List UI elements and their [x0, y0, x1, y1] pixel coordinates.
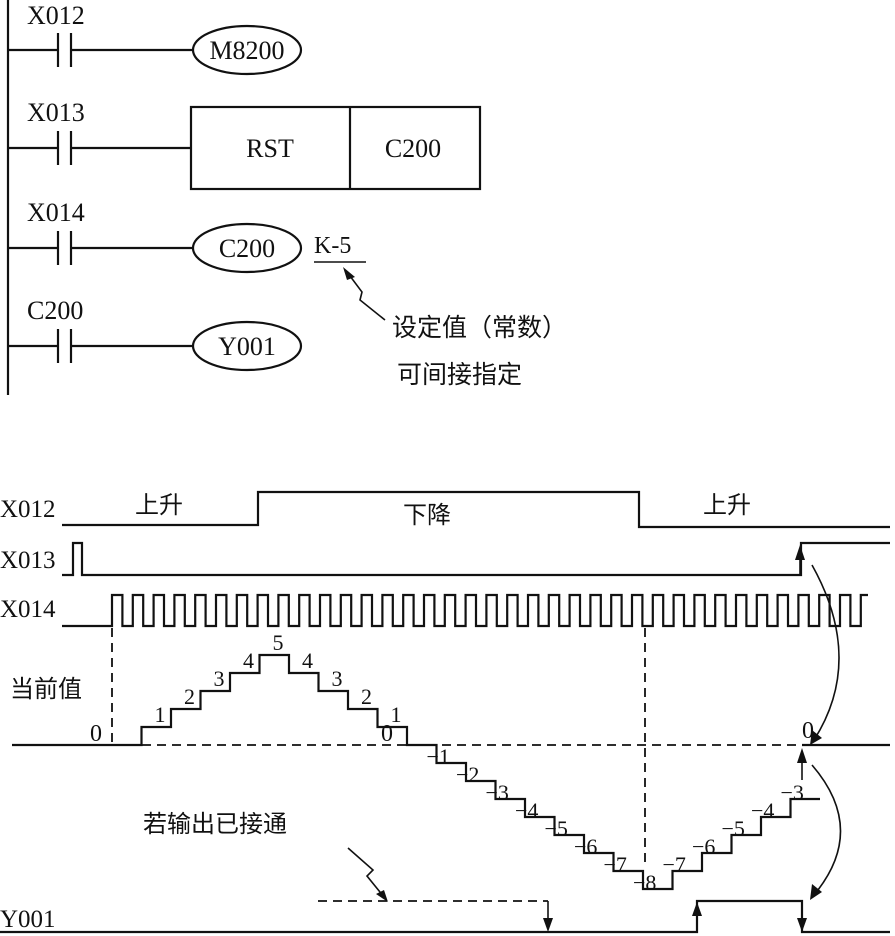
y001-waveform	[0, 899, 890, 934]
reset-arc-lower	[811, 764, 842, 896]
x012-down-label: 下降	[403, 501, 451, 529]
count-value-label: 3	[332, 666, 343, 691]
count-value-label: −5	[545, 816, 568, 841]
x014-pulse-train	[62, 593, 868, 628]
arrowhead-icon	[797, 918, 807, 932]
note-line-2: 可间接指定	[397, 360, 522, 389]
arrowhead-icon	[810, 884, 822, 900]
count-value-label: 5	[273, 630, 284, 655]
signal-label-x012: X012	[0, 496, 56, 523]
count-value-label: −2	[456, 762, 479, 787]
rung-2: X013 RST C200	[8, 98, 482, 191]
arrowhead-icon	[692, 902, 702, 916]
contact-label-x012: X012	[27, 1, 85, 30]
arrowhead-icon	[810, 730, 822, 745]
count-value-label: −7	[663, 852, 686, 877]
contact-label-c200: C200	[27, 296, 83, 325]
zero-label-mid: 0	[381, 721, 393, 747]
count-value-label: −7	[604, 852, 627, 877]
signal-label-x014: X014	[0, 596, 56, 623]
count-value-label: −4	[751, 798, 774, 823]
reset-arc-upper	[811, 564, 840, 741]
zero-label-left: 0	[90, 721, 102, 747]
rung-3: X014 C200 K-5	[8, 198, 366, 274]
count-value-label: −3	[486, 780, 509, 805]
count-value-label: −3	[781, 780, 804, 805]
contact-label-x014: X014	[27, 198, 85, 227]
rung-4: C200 Y001	[8, 296, 303, 372]
count-value-label: 1	[155, 702, 166, 727]
count-value-label: −5	[722, 816, 745, 841]
coil-label-m8200: M8200	[209, 36, 284, 65]
rung-1: X012 M8200	[8, 1, 303, 76]
ladder-diagram: X012 M8200 X013 RST C200 X014 C200 K-5	[6, 0, 567, 395]
zigzag-arrow-icon	[346, 271, 386, 321]
current-value-label: 当前值	[10, 675, 82, 703]
count-value-label: −1	[427, 744, 450, 769]
note-line-1: 设定值（常数）	[392, 313, 567, 342]
rst-label: RST	[246, 134, 294, 163]
current-value-staircase	[112, 653, 820, 891]
arrowhead-icon	[543, 918, 553, 932]
x012-up-label-left: 上升	[135, 491, 183, 519]
signal-label-x013: X013	[0, 547, 56, 574]
contact-label-x013: X013	[27, 98, 85, 127]
count-value-label: −6	[574, 834, 597, 859]
coil-m8200	[191, 24, 303, 76]
setting-note: 设定值（常数） 可间接指定	[343, 267, 567, 389]
timing-diagram: X012 X013 X014 Y001 上升 下降 上升 当前值 1234543…	[0, 490, 890, 934]
count-value-label: −4	[515, 798, 538, 823]
coil-y001	[191, 320, 303, 372]
rst-operand-c200: C200	[385, 134, 441, 163]
setting-value-k-5: K-5	[314, 233, 351, 259]
zigzag-arrow-icon	[347, 847, 385, 898]
count-value-label: 4	[243, 648, 254, 673]
count-value-label: −8	[633, 870, 656, 895]
rst-instruction-box	[189, 105, 482, 191]
arrowhead-icon	[795, 545, 805, 560]
signal-label-y001: Y001	[0, 906, 56, 933]
arrowhead-icon	[797, 748, 807, 763]
count-value-label: −6	[692, 834, 715, 859]
count-value-label: 1	[391, 702, 402, 727]
count-value-label: 2	[184, 684, 195, 709]
x013-waveform	[62, 541, 890, 577]
count-value-label: 4	[302, 648, 313, 673]
coil-label-c200: C200	[219, 234, 275, 263]
coil-c200	[191, 222, 303, 274]
count-value-label: 2	[361, 684, 372, 709]
x012-waveform	[62, 490, 890, 529]
x012-up-label-right: 上升	[703, 491, 751, 519]
coil-label-y001: Y001	[218, 332, 276, 361]
count-value-label: 3	[214, 666, 225, 691]
if-on-note: 若输出已接通	[143, 810, 287, 838]
